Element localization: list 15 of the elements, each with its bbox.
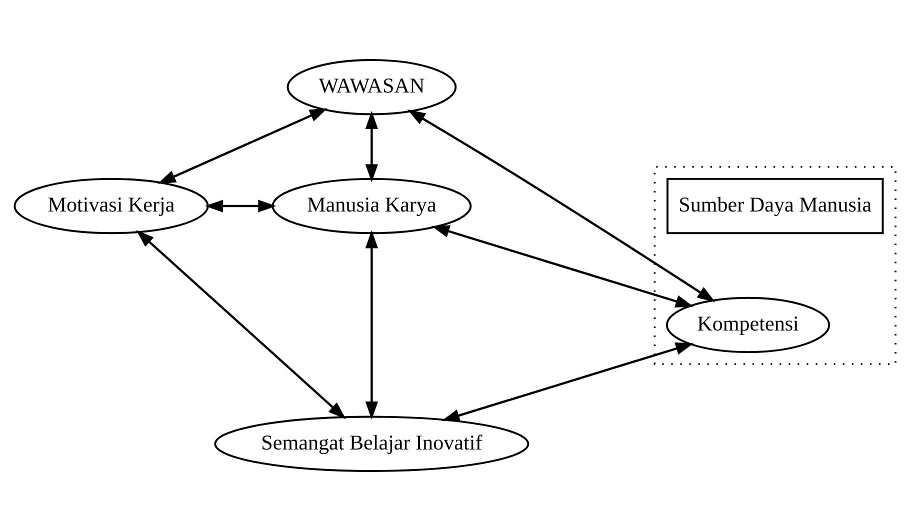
arrow — [158, 108, 328, 184]
node-ellipse: Semangat Belajar Inovatif — [214, 416, 530, 472]
arrow — [365, 230, 378, 420]
arrow — [407, 110, 716, 302]
node-ellipse: Kompetensi — [666, 296, 830, 354]
cluster — [654, 166, 896, 365]
node-ellipse: WAWASAN — [286, 59, 457, 116]
arrow — [431, 225, 694, 308]
arrow — [441, 342, 694, 422]
arrow — [136, 230, 346, 420]
node-ellipse: Manusia Karya — [272, 178, 472, 234]
arrow — [205, 200, 276, 212]
node-box: Sumber Daya Manusia — [666, 178, 884, 234]
node-ellipse: Motivasi Kerja — [14, 178, 209, 234]
arrow — [365, 110, 378, 182]
